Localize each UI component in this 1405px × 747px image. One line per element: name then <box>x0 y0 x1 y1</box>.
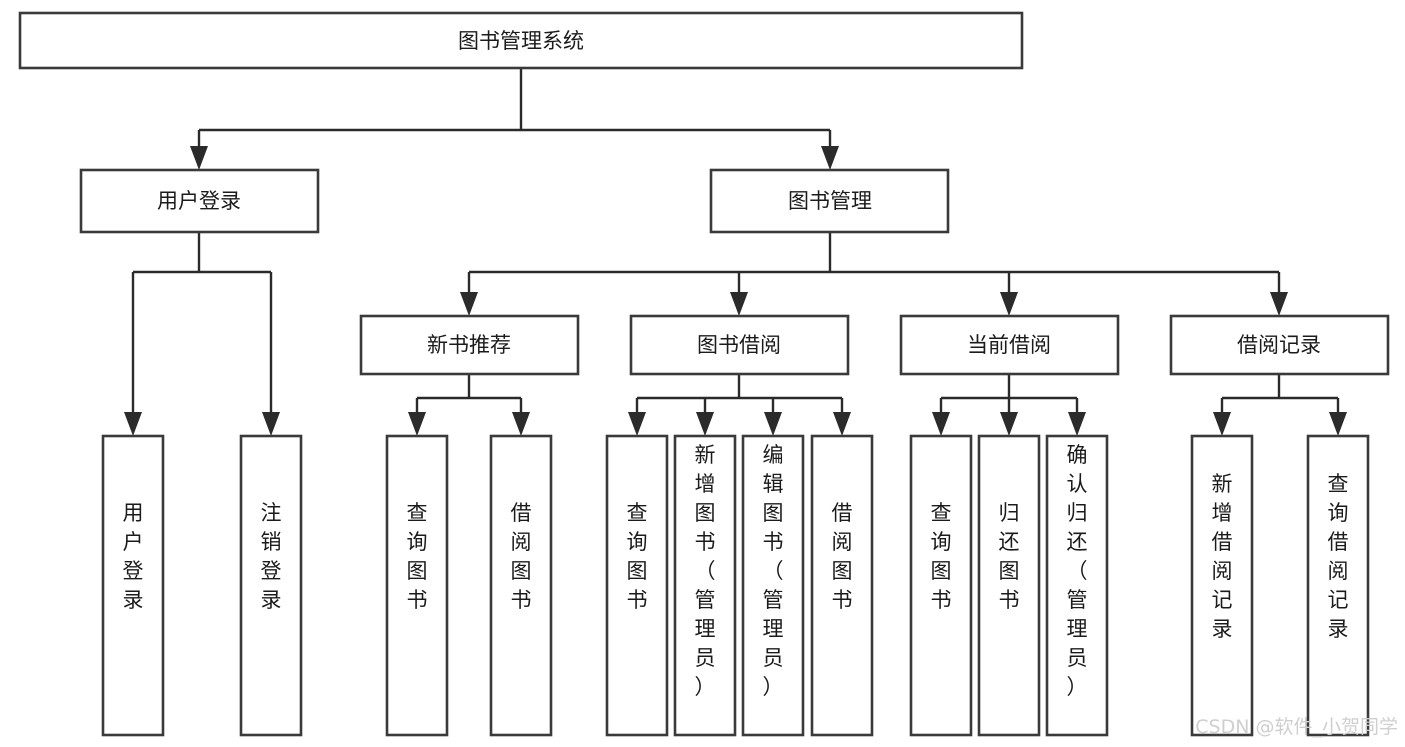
leaf-node-borrow-book-1[interactable]: 借阅图书 <box>489 434 553 737</box>
node-book-management-box[interactable] <box>709 168 950 234</box>
leaf-node-user-login-label: 用户登录 <box>123 501 144 612</box>
connector-layer <box>124 68 1347 436</box>
leaf-node-query-book-3[interactable]: 查询图书 <box>909 434 973 737</box>
node-borrow-record-label: 借阅记录 <box>1237 333 1321 357</box>
arrow-head-leaf-borrow-book-2 <box>833 412 851 436</box>
node-new-book-recommend-box[interactable] <box>359 314 580 376</box>
leaf-node-return-book-box[interactable] <box>977 434 1041 737</box>
leaf-node-query-book-1-box[interactable] <box>385 434 449 737</box>
leaf-node-add-borrow-record-label: 新增借阅记录 <box>1212 472 1233 641</box>
arrow-head-new-book-recommend <box>460 292 478 316</box>
node-current-borrow-label: 当前借阅 <box>967 333 1051 357</box>
node-root-label: 图书管理系统 <box>458 29 584 53</box>
leaf-node-query-book-3-label: 查询图书 <box>931 501 952 612</box>
arrow-head-leaf-return-book <box>1000 412 1018 436</box>
leaf-node-confirm-return-admin-label: 确认归还（管理员） <box>1067 443 1088 699</box>
leaf-node-logout-login-box[interactable] <box>239 434 303 737</box>
leaf-node-edit-book-admin-label: 编辑图书（管理员） <box>763 443 784 699</box>
arrow-head-leaf-query-book-3 <box>932 412 950 436</box>
leaf-node-user-login[interactable]: 用户登录 <box>101 434 165 737</box>
arrow-head-book-management <box>821 146 839 170</box>
arrow-head-leaf-query-borrow-record <box>1329 412 1347 436</box>
leaf-node-confirm-return-admin-box[interactable] <box>1045 434 1109 737</box>
leaf-node-borrow-book-1-box[interactable] <box>489 434 553 737</box>
leaf-layer: 用户登录 注销登录 查询图书 借阅图书 查询图书 新增图书 <box>101 434 1370 737</box>
node-book-borrow-box[interactable] <box>629 314 850 376</box>
arrow-head-leaf-confirm-return-admin <box>1068 412 1086 436</box>
arrow-head-leaf-edit-book-admin <box>764 412 782 436</box>
leaf-node-query-book-2-label: 查询图书 <box>627 501 648 612</box>
leaf-node-query-book-1[interactable]: 查询图书 <box>385 434 449 737</box>
arrow-head-leaf-query-book-2 <box>628 412 646 436</box>
leaf-node-borrow-book-2-label: 借阅图书 <box>832 501 853 612</box>
leaf-node-query-borrow-record[interactable]: 查询借阅记录 <box>1306 434 1370 737</box>
leaf-node-borrow-book-1-label: 借阅图书 <box>511 501 532 612</box>
arrow-head-leaf-borrow-book-1 <box>512 412 530 436</box>
leaf-node-query-book-2[interactable]: 查询图书 <box>605 434 669 737</box>
leaf-node-query-borrow-record-box[interactable] <box>1306 434 1370 737</box>
node-borrow-record[interactable]: 借阅记录 <box>1169 314 1390 376</box>
node-book-management-label: 图书管理 <box>788 189 872 213</box>
leaf-node-logout-login-label: 注销登录 <box>261 501 282 612</box>
arrow-head-leaf-add-borrow-record <box>1213 412 1231 436</box>
node-borrow-record-box[interactable] <box>1169 314 1390 376</box>
node-current-borrow[interactable]: 当前借阅 <box>899 314 1120 376</box>
leaf-node-query-book-2-box[interactable] <box>605 434 669 737</box>
node-root-box[interactable] <box>18 11 1024 70</box>
leaf-node-add-book-admin-label: 新增图书（管理员） <box>695 443 716 699</box>
leaf-node-edit-book-admin-box[interactable] <box>741 434 805 737</box>
node-user-login[interactable]: 用户登录 <box>79 168 320 234</box>
node-user-login-label: 用户登录 <box>157 189 241 213</box>
csdn-watermark: CSDN @软件_小贺同学 <box>1195 716 1398 738</box>
node-new-book-recommend-label: 新书推荐 <box>427 333 511 357</box>
arrow-head-book-borrow <box>730 292 748 316</box>
arrow-head-user-login <box>190 146 208 170</box>
leaf-node-return-book[interactable]: 归还图书 <box>977 434 1041 737</box>
leaf-node-add-book-admin[interactable]: 新增图书（管理员） <box>673 434 737 737</box>
arrow-head-leaf-logout-login <box>262 412 280 436</box>
node-current-borrow-box[interactable] <box>899 314 1120 376</box>
leaf-node-add-borrow-record[interactable]: 新增借阅记录 <box>1190 434 1254 737</box>
leaf-node-confirm-return-admin[interactable]: 确认归还（管理员） <box>1045 434 1109 737</box>
leaf-node-query-book-3-box[interactable] <box>909 434 973 737</box>
arrow-head-borrow-record <box>1270 292 1288 316</box>
arrow-head-leaf-user-login <box>124 412 142 436</box>
leaf-node-user-login-box[interactable] <box>101 434 165 737</box>
arrow-head-current-borrow <box>1000 292 1018 316</box>
node-root[interactable]: 图书管理系统 <box>18 11 1024 70</box>
node-book-borrow[interactable]: 图书借阅 <box>629 314 850 376</box>
leaf-node-query-borrow-record-label: 查询借阅记录 <box>1328 472 1349 641</box>
leaf-node-logout-login[interactable]: 注销登录 <box>239 434 303 737</box>
arrow-head-leaf-add-book-admin <box>696 412 714 436</box>
leaf-node-return-book-label: 归还图书 <box>999 501 1020 612</box>
node-new-book-recommend[interactable]: 新书推荐 <box>359 314 580 376</box>
leaf-node-query-book-1-label: 查询图书 <box>407 501 428 612</box>
node-book-borrow-label: 图书借阅 <box>697 333 781 357</box>
arrow-head-leaf-query-book-1 <box>408 412 426 436</box>
leaf-node-edit-book-admin[interactable]: 编辑图书（管理员） <box>741 434 805 737</box>
leaf-node-add-borrow-record-box[interactable] <box>1190 434 1254 737</box>
node-user-login-box[interactable] <box>79 168 320 234</box>
leaf-node-add-book-admin-box[interactable] <box>673 434 737 737</box>
node-book-management[interactable]: 图书管理 <box>709 168 950 234</box>
leaf-node-borrow-book-2[interactable]: 借阅图书 <box>810 434 874 737</box>
leaf-node-borrow-book-2-box[interactable] <box>810 434 874 737</box>
